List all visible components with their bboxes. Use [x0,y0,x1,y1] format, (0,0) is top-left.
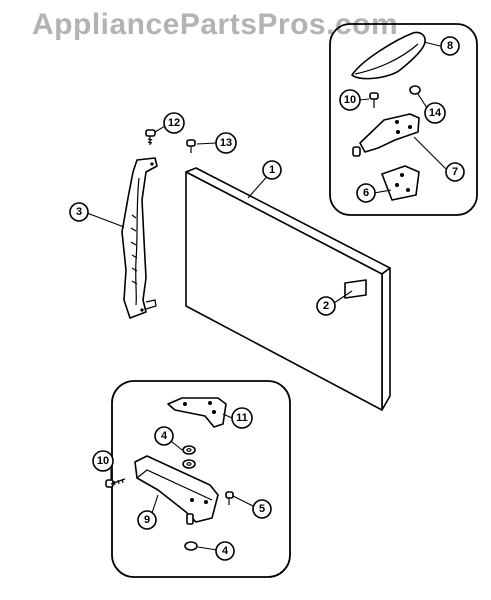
callout-label: 14 [429,107,442,119]
hinge-cap [409,85,421,95]
washer-4-lower [184,541,198,551]
callout-label: 7 [452,166,458,178]
top-hinge-bracket [352,113,420,157]
callout-label: 12 [168,117,180,129]
callout-label: 11 [236,412,248,424]
callout-2: 2 [316,296,336,316]
bottom-hinge-bracket [134,455,219,525]
callout-4-upper: 4 [154,426,174,446]
callout-label: 2 [323,300,329,312]
callout-label: 9 [144,514,150,526]
plug-13 [186,139,196,153]
screw-12 [145,129,156,145]
callout-8: 8 [440,36,460,56]
callout-label: 8 [447,40,453,52]
callout-label: 10 [97,455,109,467]
callout-9: 9 [137,510,157,530]
hinge-shim [381,165,420,201]
leader-lines [86,41,448,551]
washers-4 [182,445,196,469]
inset-box-hinge-bottom [111,380,291,578]
callout-5: 5 [252,499,272,519]
callout-label: 4 [222,545,229,557]
callout-label: 1 [269,164,275,176]
callout-10-top: 10 [339,89,361,111]
callout-3: 3 [69,202,89,222]
door-handle [121,157,158,319]
door-label [344,279,367,299]
bottom-hinge-plate [167,397,227,428]
callout-10-bottom: 10 [92,450,114,472]
bushing-5 [225,491,234,505]
callout-label: 3 [76,206,82,218]
callout-7: 7 [445,162,465,182]
callout-6: 6 [356,183,376,203]
callout-label: 6 [363,187,369,199]
callout-14: 14 [424,102,446,124]
callout-label: 13 [220,137,232,149]
inset-box-hinge-top [329,23,478,216]
door-panel [185,167,391,411]
callout-label: 5 [259,503,265,515]
screw-10-bottom [105,478,126,488]
callout-label: 4 [161,430,168,442]
hinge-cover [351,31,426,80]
callout-13: 13 [215,132,237,154]
callout-11: 11 [231,407,253,429]
callout-12: 12 [163,112,185,134]
screw-10-top [369,92,379,108]
callout-label: 10 [344,94,356,106]
callout-1: 1 [262,160,282,180]
callout-4-lower: 4 [215,541,235,561]
watermark-text: AppliancePartsPros.com [32,8,399,41]
